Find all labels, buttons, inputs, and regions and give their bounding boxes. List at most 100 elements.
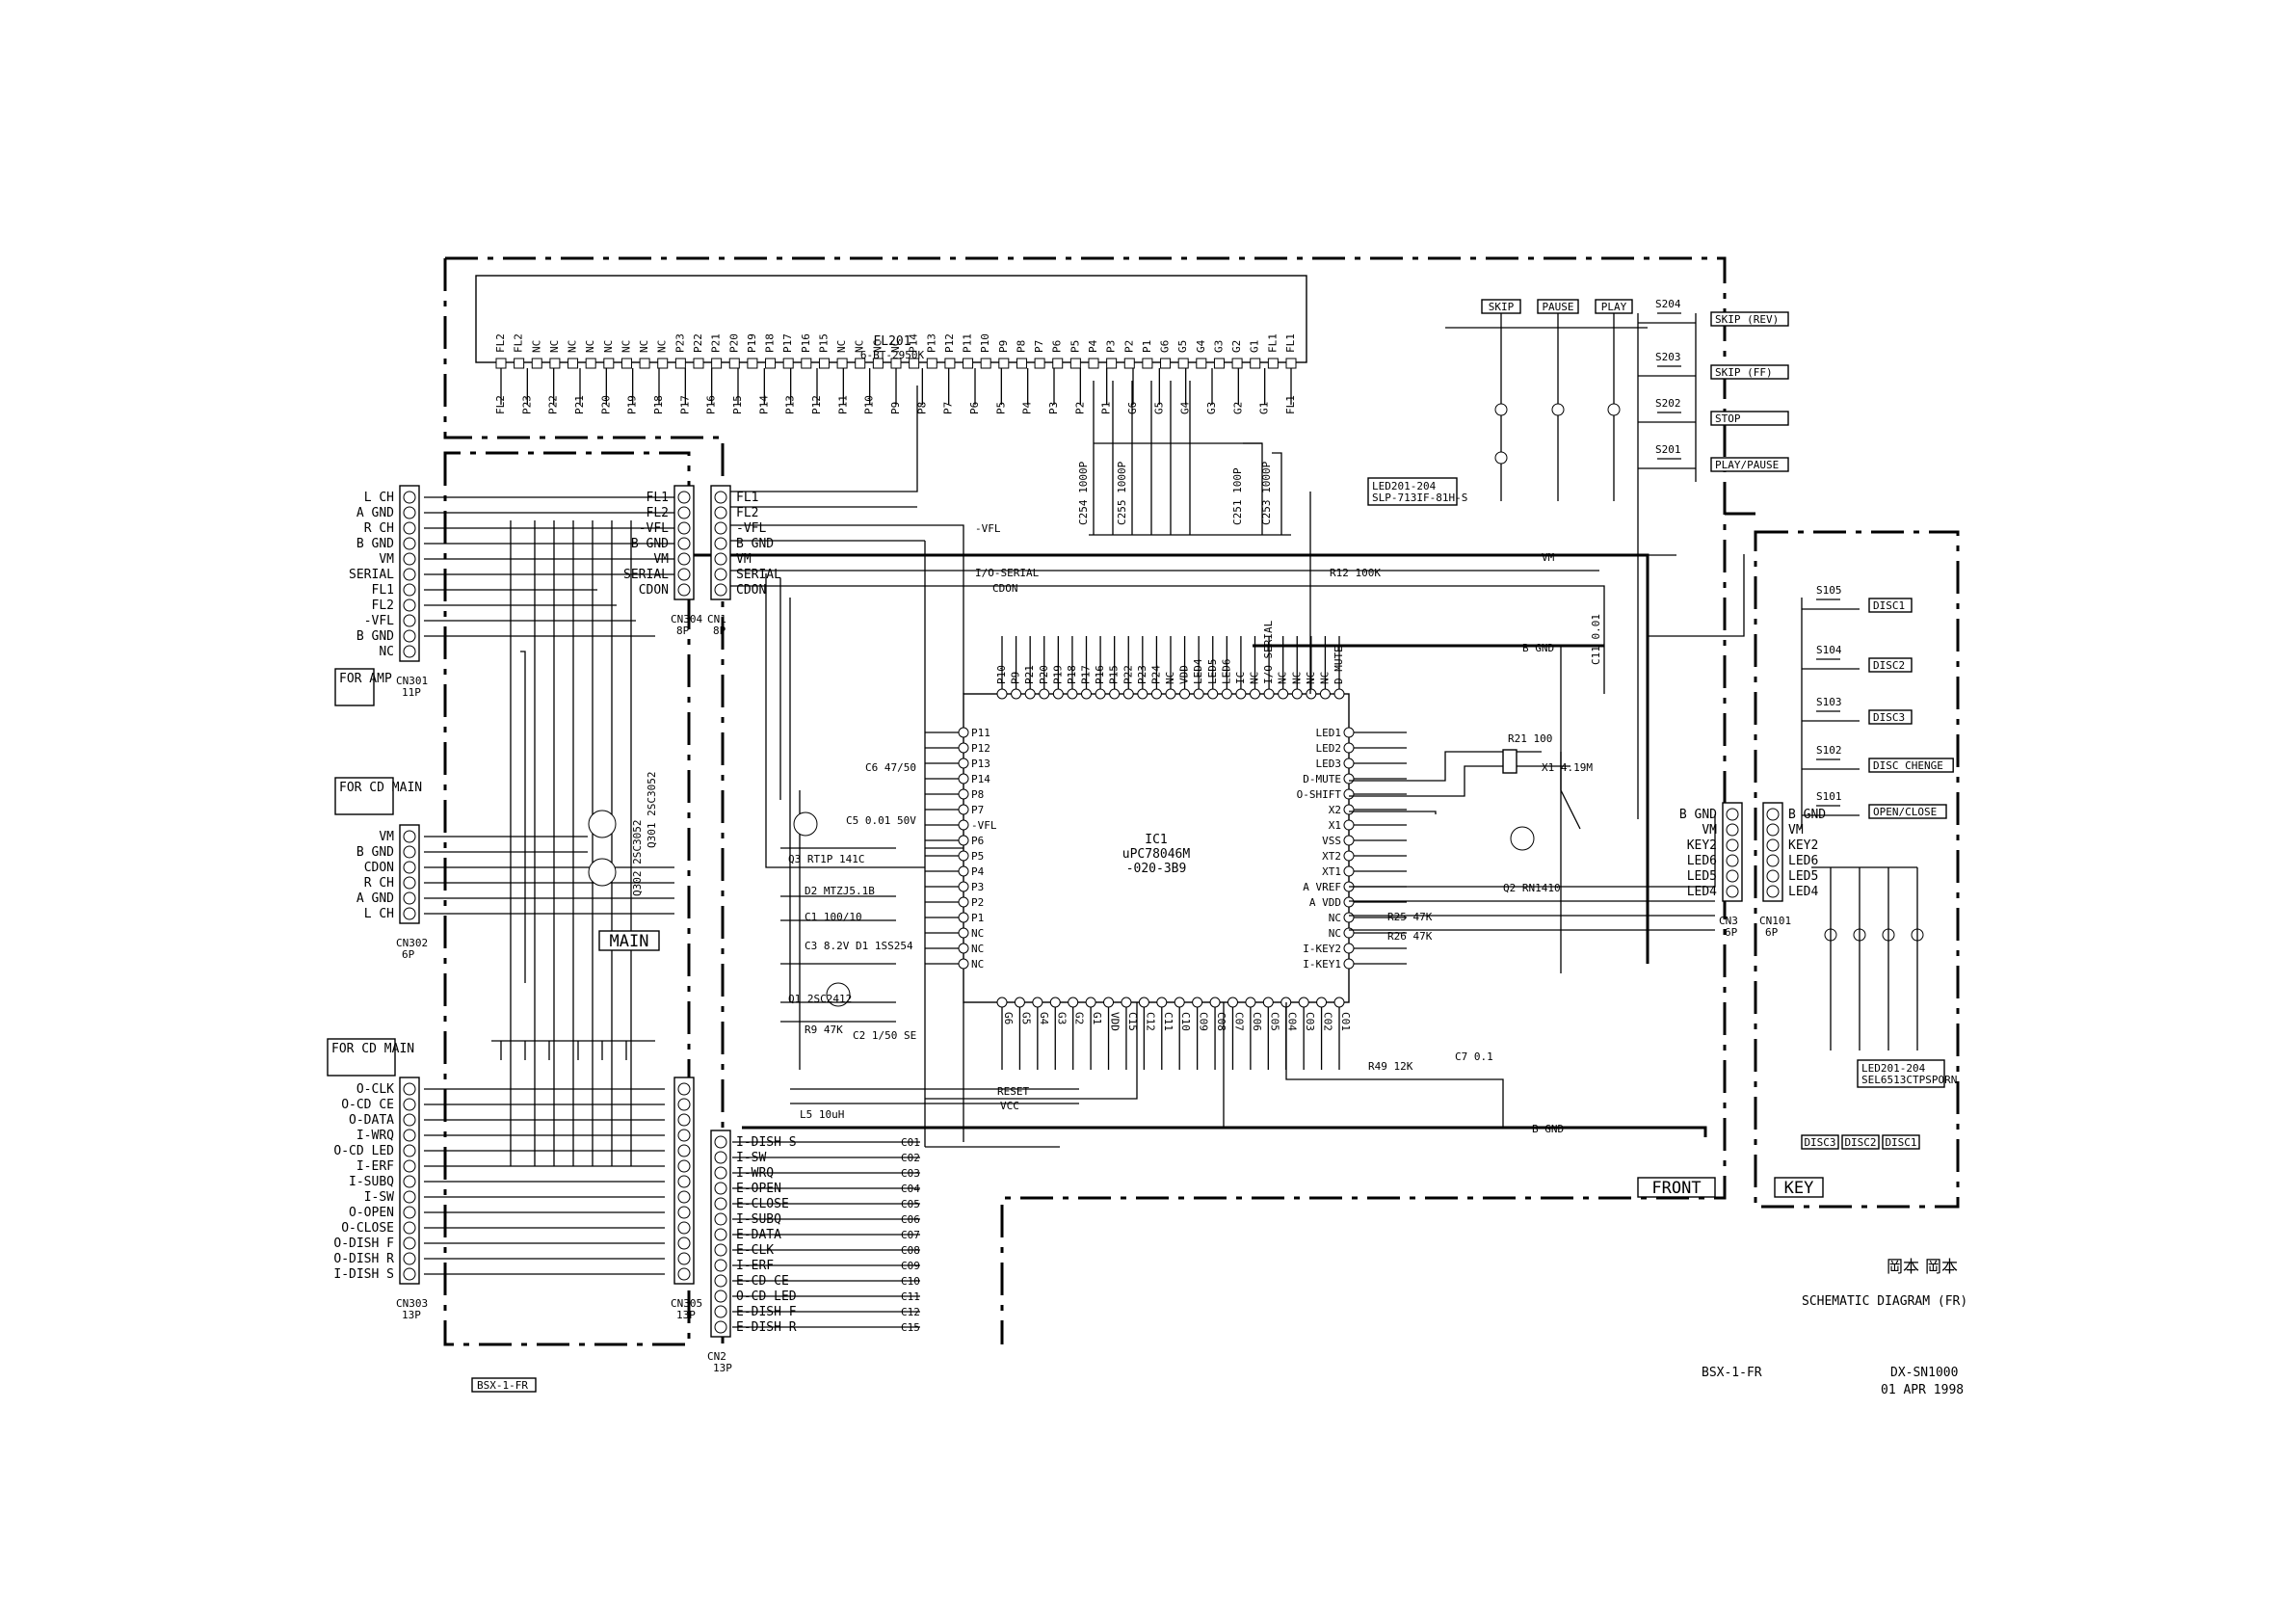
cn304-pin xyxy=(677,568,691,581)
fl201-top-pin-label: FL2 xyxy=(494,333,507,353)
fl201-top-pin-label: G4 xyxy=(1195,339,1207,353)
cn1-pin xyxy=(714,537,727,550)
fl201-top-pin-label: P23 xyxy=(673,333,686,353)
cn3-pin xyxy=(1726,838,1739,852)
fl201-top-pin-label: P12 xyxy=(943,333,956,353)
ic1-right-pins: LED1LED2LED3D-MUTEO-SHIFTX2X1VSSXT2XT1A … xyxy=(1297,727,1407,971)
section-front-label: FRONT xyxy=(1637,1177,1716,1198)
fl201-pin-box xyxy=(1160,358,1172,369)
cn303-label: O-DISH R xyxy=(333,1252,394,1266)
ic1-bottom-pin-label: C12 xyxy=(1144,1012,1156,1031)
cn304-pin xyxy=(677,583,691,597)
ic1-top-pin-label: P18 xyxy=(1066,665,1078,684)
cn301-pin xyxy=(403,506,416,519)
cn303-pin xyxy=(403,1267,416,1281)
cn301-pin xyxy=(403,614,416,627)
fl201-top-pin-label: NC xyxy=(602,340,615,353)
fl201-bottom-pin-label: P8 xyxy=(915,402,928,414)
cn303-pins: 13P xyxy=(402,1309,421,1321)
ic1-top-pin-label: P19 xyxy=(1051,665,1064,684)
net-labels: -VFL VM I/O-SERIAL CDON B GND RESET VCC … xyxy=(800,522,1602,1135)
ic1-top-pin xyxy=(996,688,1008,700)
cn2-pin xyxy=(714,1259,727,1272)
cn304-pin xyxy=(677,552,691,566)
fl-cap-labels: C254 1000P C255 1000P C251 100P C253 100… xyxy=(1077,461,1273,525)
front-board-outline xyxy=(443,256,1727,1344)
cn305-pin xyxy=(677,1190,691,1204)
cn302-label: L CH xyxy=(364,907,394,921)
section-main-label: MAIN xyxy=(598,930,660,951)
cn304-pin xyxy=(677,491,691,504)
ic1-left-pin xyxy=(958,943,969,954)
ic1-bottom-pin xyxy=(1298,997,1309,1008)
ic1-bottom-pin-label: G6 xyxy=(1002,1012,1015,1024)
ic1-right-pin xyxy=(1343,865,1355,877)
fl201-top-pin-label: P11 xyxy=(962,333,974,353)
key-switch-label: DISC CHENGE xyxy=(1873,759,1943,772)
for-cd-main-box-1: FOR CD MAIN xyxy=(334,777,422,815)
section-key-label: KEY xyxy=(1774,1177,1824,1198)
fl201-pin-box xyxy=(1250,358,1261,369)
for-cd-main-box-2: FOR CD MAIN xyxy=(327,1038,414,1077)
key-switch-tag xyxy=(1868,709,1913,725)
fl201-bottom-pin-label: P23 xyxy=(520,395,533,414)
ic1-left-pin-label: -VFL xyxy=(971,819,997,832)
cn304-ref: CN304 xyxy=(671,613,702,625)
ic1-top-pin-label: P20 xyxy=(1038,665,1050,684)
ic1-left-pin-label: P3 xyxy=(971,881,984,893)
crystal-x1-q2: R21 100 X1 4.19M Q2 RN1410 R25 47K R26 4… xyxy=(1368,732,1593,1073)
ic1-right-pin-label: VSS xyxy=(1322,835,1341,847)
svg-text:R25 47K: R25 47K xyxy=(1387,911,1433,923)
cn2-pin xyxy=(714,1182,727,1195)
cn3-label: KEY2 xyxy=(1687,838,1717,853)
ic1-right-pin xyxy=(1343,788,1355,800)
fl201-pin-box xyxy=(549,358,561,369)
cn3-ref: CN3 xyxy=(1719,915,1738,927)
fl201-top-pin-label: P10 xyxy=(979,333,991,353)
front-switch-tag xyxy=(1710,311,1789,327)
fl201-pin-box xyxy=(765,358,777,369)
fl201-bottom-pin-label: P13 xyxy=(784,395,797,414)
ic1-top-pin xyxy=(1291,688,1303,700)
model-number: DX-SN1000 xyxy=(1890,1366,1958,1380)
fl201-top-pin-label: P4 xyxy=(1087,339,1099,353)
front-switch-label: SKIP (REV) xyxy=(1715,313,1779,326)
cn101-pin xyxy=(1766,823,1780,837)
cn3-label: LED4 xyxy=(1687,885,1717,899)
fl201-pin-box xyxy=(836,358,848,369)
svg-text:C7 0.1: C7 0.1 xyxy=(1455,1050,1493,1063)
svg-text:C255 1000P: C255 1000P xyxy=(1116,461,1128,525)
fl201-top-pin-label: G2 xyxy=(1230,340,1243,353)
svg-text:C1 100/10: C1 100/10 xyxy=(805,911,862,923)
ic1-left-pin-label: P6 xyxy=(971,835,984,847)
cn2-pin xyxy=(714,1166,727,1180)
key-led-part-no: SEL6513CTPSPORN xyxy=(1861,1074,1957,1086)
front-switch-tag xyxy=(1710,364,1789,380)
cn303-pin xyxy=(403,1190,416,1204)
ic1-part: uPC78046M xyxy=(1122,847,1191,862)
ic1-top-pin-label: P15 xyxy=(1108,665,1121,684)
cn305-pin xyxy=(677,1175,691,1188)
ic1-right-pin-label: XT1 xyxy=(1322,865,1341,878)
ic1-bottom-pin xyxy=(1138,997,1149,1008)
cn301-pin xyxy=(403,568,416,581)
fl201-pin-box xyxy=(1034,358,1045,369)
cn303-label: O-OPEN xyxy=(349,1206,394,1220)
fl201-top-pin-label: NC xyxy=(889,340,902,353)
fl201-bottom-pin-label: G2 xyxy=(1231,402,1244,414)
cn3-label: LED6 xyxy=(1687,854,1717,868)
cn302-label: A GND xyxy=(356,891,394,906)
fl201-top-pin-label: P21 xyxy=(710,333,723,353)
ic1-bottom-pin-label: C15 xyxy=(1126,1012,1139,1031)
cn3-pin xyxy=(1726,854,1739,867)
svg-text:L5 10uH: L5 10uH xyxy=(800,1108,844,1121)
fl201-bottom-pin-label: P16 xyxy=(705,395,718,414)
cn304-label: CDON xyxy=(639,583,669,598)
ic1-bottom-pin xyxy=(1245,997,1256,1008)
ic1-right-pin-label: O-SHIFT xyxy=(1297,788,1342,801)
ic1-bottom-pin xyxy=(1014,997,1025,1008)
fl201-top-pin-label: P7 xyxy=(1033,340,1045,353)
cn302-pin xyxy=(403,907,416,920)
